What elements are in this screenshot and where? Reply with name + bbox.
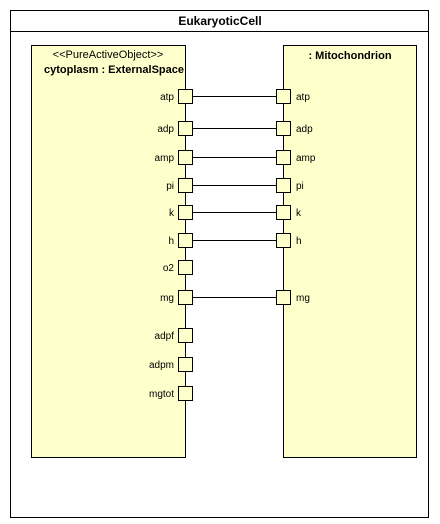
cytoplasm-part[interactable] xyxy=(31,45,186,458)
connectors-group xyxy=(192,96,277,298)
cytoplasm-port-label-adp: adp xyxy=(157,124,174,135)
cytoplasm-port-label-mg: mg xyxy=(160,293,174,304)
mitochondrion-port-atp[interactable] xyxy=(276,89,291,104)
cytoplasm-port-adpf[interactable] xyxy=(178,328,193,343)
cytoplasm-port-label-amp: amp xyxy=(155,153,175,164)
cytoplasm-stereotype: <<PureActiveObject>> xyxy=(53,49,164,61)
cytoplasm-port-adp[interactable] xyxy=(178,121,193,136)
mitochondrion-ports-group: atp adp amp pi k h mg xyxy=(276,89,316,305)
cytoplasm-port-label-h: h xyxy=(168,236,174,247)
mitochondrion-port-label-h: h xyxy=(296,236,302,247)
cytoplasm-ports-group: atp adp amp pi k h o2 mg adpf adpm mgtot xyxy=(149,89,193,401)
mitochondrion-port-pi[interactable] xyxy=(276,178,291,193)
cytoplasm-port-label-atp: atp xyxy=(160,92,174,103)
cytoplasm-port-label-mgtot: mgtot xyxy=(149,389,174,400)
cytoplasm-port-adpm[interactable] xyxy=(178,357,193,372)
mitochondrion-port-label-amp: amp xyxy=(296,153,316,164)
cytoplasm-port-label-adpf: adpf xyxy=(155,331,175,342)
mitochondrion-port-adp[interactable] xyxy=(276,121,291,136)
mitochondrion-part[interactable] xyxy=(283,45,417,458)
mitochondrion-port-label-k: k xyxy=(296,208,302,219)
mitochondrion-port-mg[interactable] xyxy=(276,290,291,305)
cytoplasm-port-label-adpm: adpm xyxy=(149,360,174,371)
cytoplasm-port-o2[interactable] xyxy=(178,260,193,275)
mitochondrion-port-label-atp: atp xyxy=(296,92,310,103)
cytoplasm-port-amp[interactable] xyxy=(178,150,193,165)
eukaryotic-cell-title: EukaryoticCell xyxy=(178,14,261,28)
mitochondrion-port-label-mg: mg xyxy=(296,293,310,304)
cytoplasm-port-atp[interactable] xyxy=(178,89,193,104)
cytoplasm-port-mgtot[interactable] xyxy=(178,386,193,401)
mitochondrion-port-h[interactable] xyxy=(276,233,291,248)
cytoplasm-port-mg[interactable] xyxy=(178,290,193,305)
cytoplasm-port-h[interactable] xyxy=(178,233,193,248)
mitochondrion-port-label-adp: adp xyxy=(296,124,313,135)
cytoplasm-port-pi[interactable] xyxy=(178,178,193,193)
mitochondrion-port-label-pi: pi xyxy=(296,181,304,192)
mitochondrion-port-amp[interactable] xyxy=(276,150,291,165)
cytoplasm-part-name: cytoplasm : ExternalSpace xyxy=(44,64,184,76)
mitochondrion-part-name: : Mitochondrion xyxy=(308,50,391,62)
mitochondrion-port-k[interactable] xyxy=(276,205,291,220)
cytoplasm-port-label-o2: o2 xyxy=(163,263,175,274)
cytoplasm-port-label-k: k xyxy=(169,208,175,219)
cytoplasm-port-k[interactable] xyxy=(178,205,193,220)
cytoplasm-port-label-pi: pi xyxy=(166,181,174,192)
